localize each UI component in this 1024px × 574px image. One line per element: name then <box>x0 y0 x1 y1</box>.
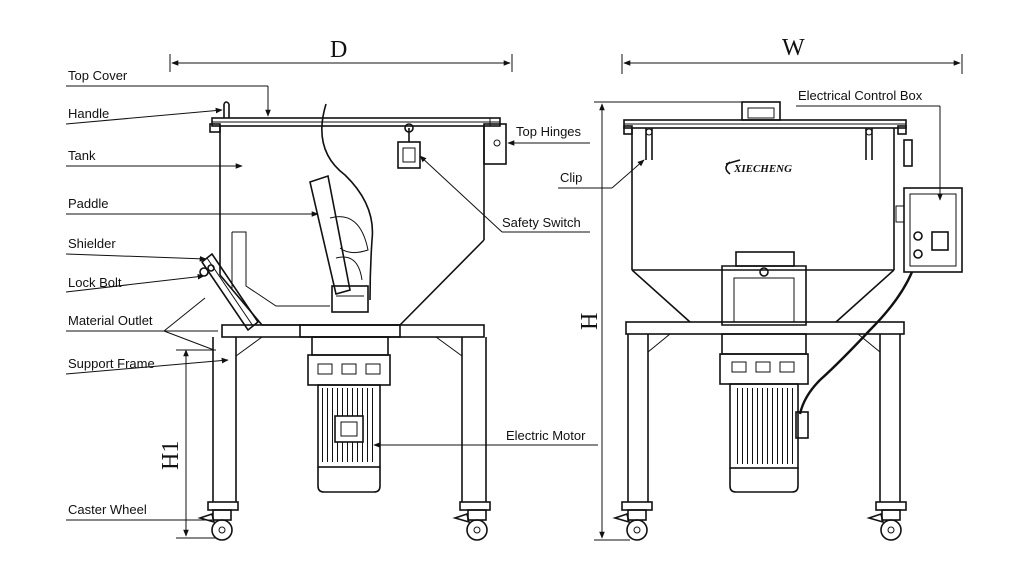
label-material-outlet: Material Outlet <box>68 313 153 328</box>
front-view: W H <box>558 35 963 541</box>
safety-switch-shape <box>397 123 421 169</box>
brand-logo-mark <box>725 159 741 175</box>
shielder-shape <box>199 252 260 332</box>
label-shielder: Shielder <box>68 236 116 251</box>
height-label: H <box>577 313 603 330</box>
label-top-cover: Top Cover <box>68 68 128 83</box>
width-dimension: W <box>621 35 963 74</box>
label-caster-wheel: Caster Wheel <box>68 502 147 517</box>
handle-shape <box>223 101 230 118</box>
label-tank: Tank <box>68 148 96 163</box>
brand-logo: XIECHENG <box>733 163 792 175</box>
frame-height-label: H1 <box>158 441 184 470</box>
height-dimension: H <box>577 101 748 541</box>
caster-wheels-shape <box>197 509 488 541</box>
depth-label: D <box>330 37 347 63</box>
cutaway-line <box>321 103 374 301</box>
depth-dimension: D <box>169 37 513 72</box>
front-tank-shape: XIECHENG <box>631 128 895 323</box>
front-outlet-shape <box>721 251 807 326</box>
paddle-shape <box>309 174 369 313</box>
frame-height-dimension: H1 <box>158 349 216 539</box>
label-electrical-control-box: Electrical Control Box <box>798 88 923 103</box>
label-top-hinges: Top Hinges <box>516 124 582 139</box>
label-lock-bolt: Lock Bolt <box>68 275 122 290</box>
top-hinges-shape <box>483 117 507 165</box>
side-labels: Top Cover Handle Tank Paddle Shielder Lo… <box>65 68 598 521</box>
electrical-control-box-shape <box>798 187 963 415</box>
label-electric-motor: Electric Motor <box>506 428 586 443</box>
front-labels: Electrical Control Box Clip <box>558 88 943 201</box>
front-handle-shape <box>741 101 781 121</box>
label-handle: Handle <box>68 106 109 121</box>
top-cover-shape <box>209 117 501 133</box>
tank-shape <box>219 126 485 326</box>
front-support-frame-shape <box>612 321 907 541</box>
label-support-frame: Support Frame <box>68 356 155 371</box>
clips-shape <box>645 128 913 167</box>
width-label: W <box>782 35 805 61</box>
label-paddle: Paddle <box>68 196 108 211</box>
front-lid-shape <box>623 119 907 135</box>
label-clip: Clip <box>560 170 582 185</box>
electric-motor-shape <box>299 324 401 493</box>
label-safety-switch: Safety Switch <box>502 215 581 230</box>
side-view: D H1 <box>65 37 598 541</box>
front-motor-shape <box>719 333 809 493</box>
